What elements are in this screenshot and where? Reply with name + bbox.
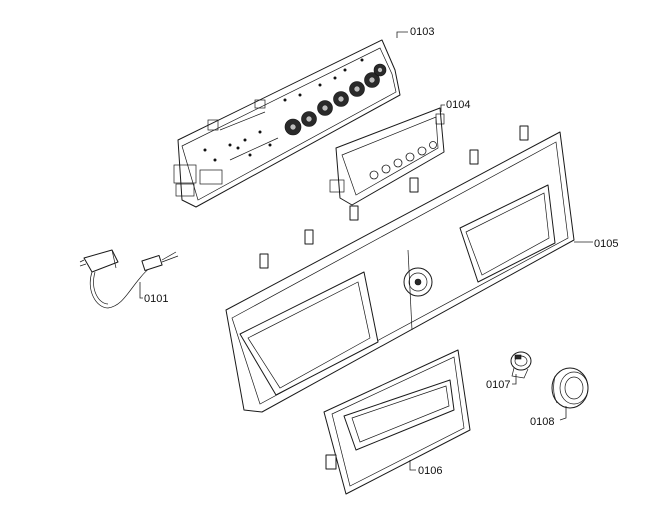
drawer-leader — [409, 460, 416, 471]
label-cable: 0101 — [144, 293, 169, 305]
label-knob-shaft: 0107 — [486, 379, 511, 391]
program-knob-drawing — [551, 367, 589, 409]
dispenser-drawer-drawing — [323, 349, 471, 495]
control-panel-drawing — [225, 125, 575, 413]
program-knob-leader — [559, 406, 567, 421]
label-dispenser-drawer: 0106 — [418, 465, 443, 477]
control-board-leader — [396, 31, 408, 38]
cable-leader — [139, 282, 143, 299]
label-control-board: 0103 — [410, 26, 435, 38]
knob-shaft-drawing — [510, 351, 532, 379]
control-board-drawing — [173, 39, 401, 208]
label-control-panel: 0105 — [594, 238, 619, 250]
label-program-knob: 0108 — [530, 416, 555, 428]
label-display-board: 0104 — [446, 99, 471, 111]
display-board-leader — [440, 104, 445, 112]
display-board-drawing — [329, 107, 445, 206]
power-cable-drawing — [79, 249, 179, 309]
knob-shaft-leader — [512, 374, 517, 385]
